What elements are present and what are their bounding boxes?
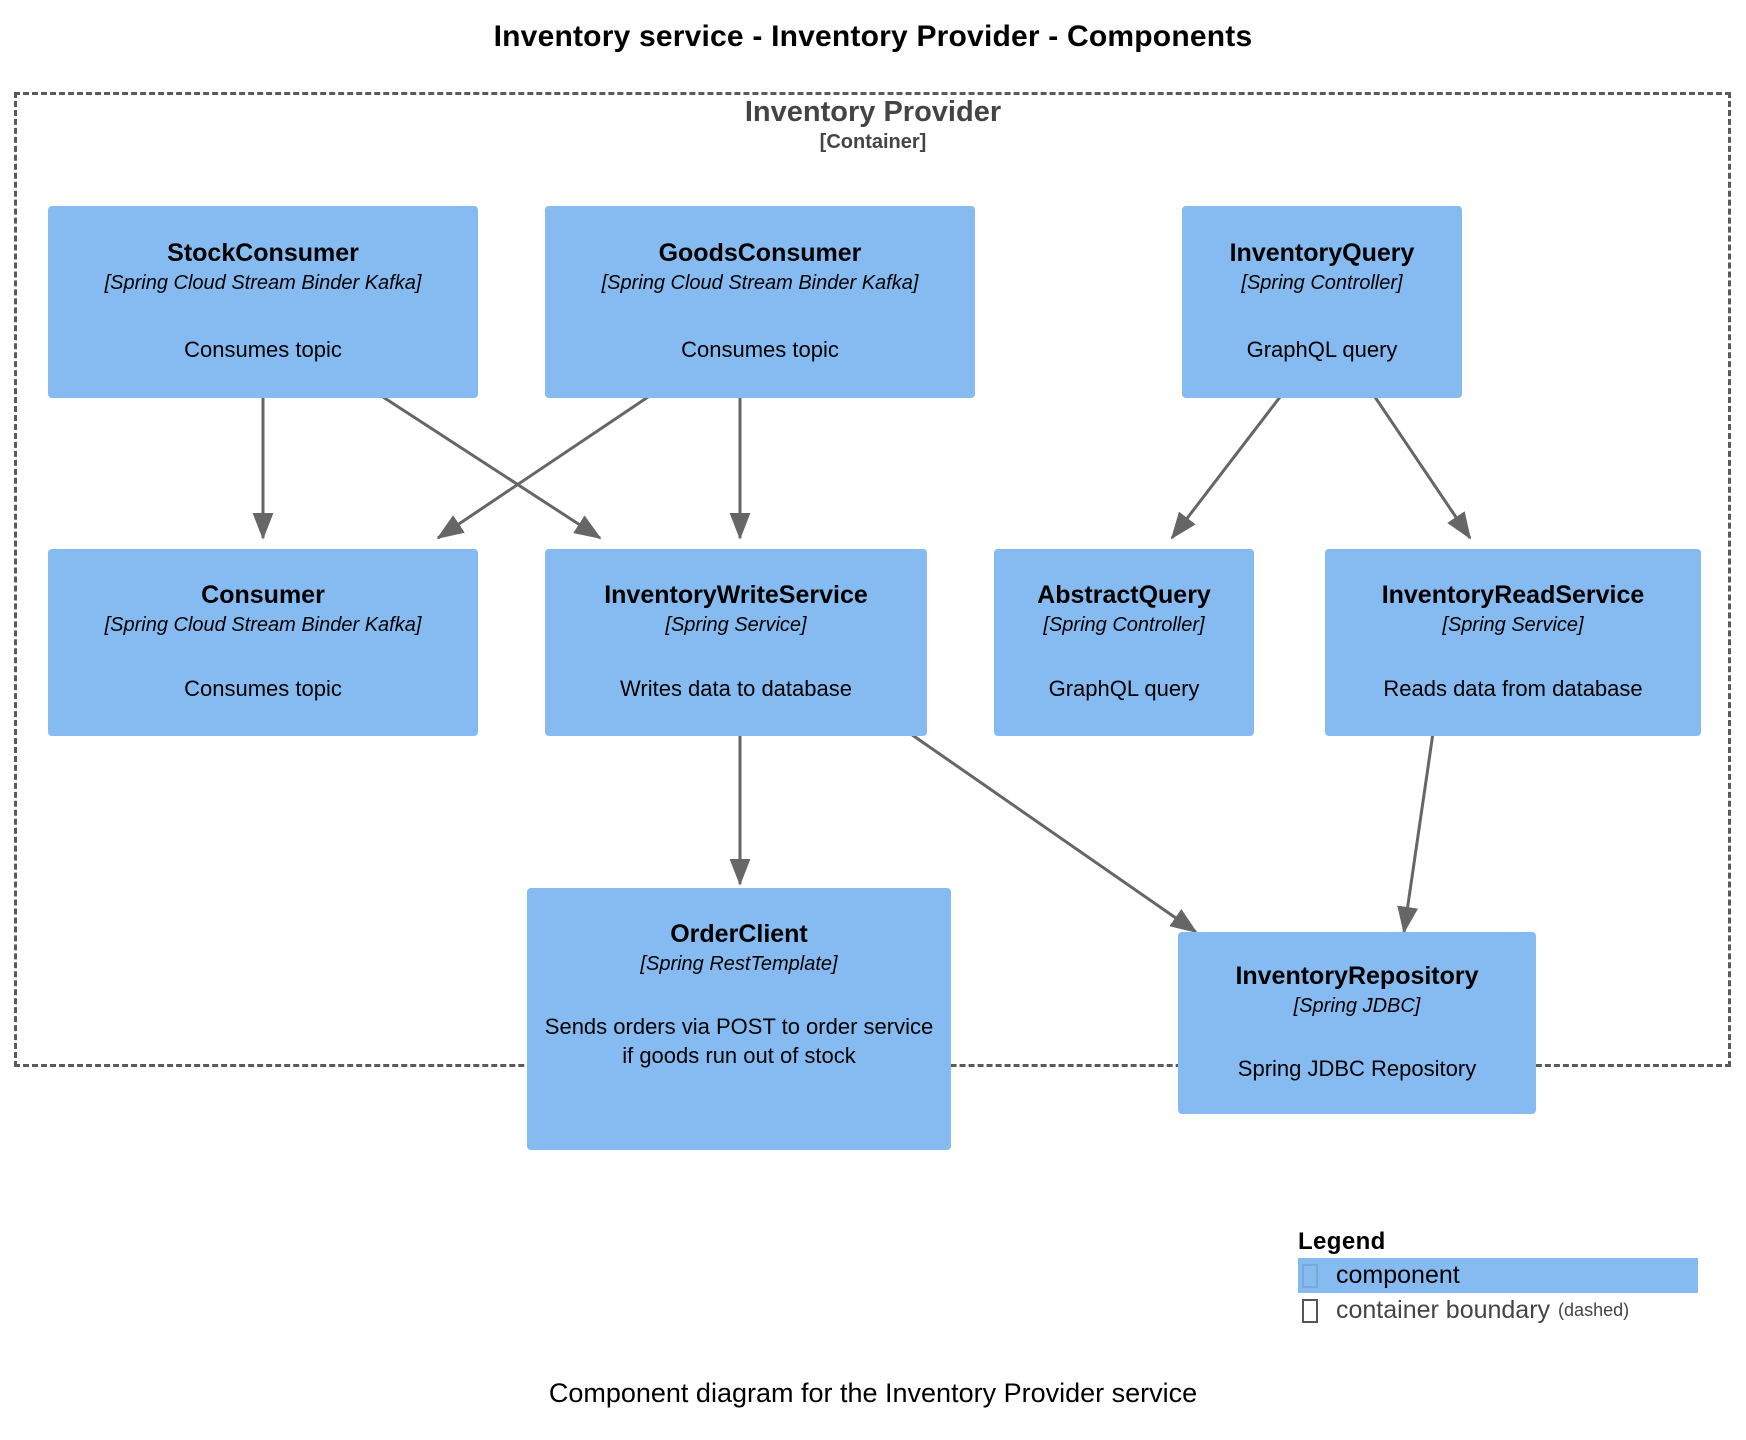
- component-name: InventoryReadService: [1381, 581, 1645, 609]
- component-technology: [Spring Controller]: [1241, 271, 1403, 294]
- component-name: Consumer: [201, 581, 325, 609]
- component-name: InventoryRepository: [1235, 962, 1479, 990]
- legend-title: Legend: [1298, 1228, 1386, 1255]
- component-description: Consumes topic: [681, 336, 839, 362]
- component-goods-consumer[interactable]: GoodsConsumer [Spring Cloud Stream Binde…: [545, 206, 975, 398]
- container-boundary-name: Inventory Provider: [744, 96, 1002, 128]
- diagram-caption: Component diagram for the Inventory Prov…: [548, 1378, 1198, 1408]
- component-name: OrderClient: [670, 920, 808, 948]
- component-description: Consumes topic: [184, 336, 342, 362]
- component-inventory-query[interactable]: InventoryQuery [Spring Controller] Graph…: [1182, 206, 1462, 398]
- component-description: Sends orders via POST to order service i…: [544, 1013, 934, 1069]
- legend-item-container-boundary: container boundary (dashed): [1298, 1293, 1698, 1328]
- component-technology: [Spring Service]: [1442, 613, 1584, 636]
- component-description: GraphQL query: [1246, 336, 1398, 362]
- component-description: Consumes topic: [184, 675, 342, 701]
- legend: Legend component container boundary (das…: [1298, 1228, 1698, 1328]
- component-name: GoodsConsumer: [658, 239, 862, 267]
- component-description: Reads data from database: [1383, 675, 1643, 701]
- component-name: InventoryQuery: [1229, 239, 1415, 267]
- component-abstract-query[interactable]: AbstractQuery [Spring Controller] GraphQ…: [994, 549, 1254, 736]
- component-consumer[interactable]: Consumer [Spring Cloud Stream Binder Kaf…: [48, 549, 478, 736]
- component-technology: [Spring Controller]: [1043, 613, 1205, 636]
- component-technology: [Spring Cloud Stream Binder Kafka]: [104, 271, 422, 294]
- component-inventory-read-service[interactable]: InventoryReadService [Spring Service] Re…: [1325, 549, 1701, 736]
- legend-item-label: component: [1336, 1261, 1460, 1289]
- legend-item-suffix: (dashed): [1558, 1300, 1630, 1320]
- boundary-swatch-icon: [1302, 1298, 1318, 1323]
- component-technology: [Spring Cloud Stream Binder Kafka]: [104, 613, 422, 636]
- component-description: Spring JDBC Repository: [1237, 1055, 1477, 1081]
- legend-item-component: component: [1298, 1258, 1698, 1293]
- component-inventory-repository[interactable]: InventoryRepository [Spring JDBC] Spring…: [1178, 932, 1536, 1114]
- component-name: AbstractQuery: [1037, 581, 1211, 609]
- component-order-client[interactable]: OrderClient [Spring RestTemplate] Sends …: [527, 888, 951, 1150]
- component-name: StockConsumer: [167, 239, 359, 267]
- component-name: InventoryWriteService: [604, 581, 868, 609]
- component-inventory-write-service[interactable]: InventoryWriteService [Spring Service] W…: [545, 549, 927, 736]
- component-technology: [Spring Service]: [665, 613, 807, 636]
- legend-item-label: container boundary: [1336, 1296, 1551, 1324]
- container-boundary-type: [Container]: [819, 131, 927, 153]
- page-title: Inventory service - Inventory Provider -…: [493, 20, 1253, 53]
- component-technology: [Spring RestTemplate]: [640, 952, 838, 975]
- component-technology: [Spring Cloud Stream Binder Kafka]: [601, 271, 919, 294]
- component-technology: [Spring JDBC]: [1293, 994, 1421, 1017]
- component-description: Writes data to database: [620, 675, 852, 701]
- component-description: GraphQL query: [1048, 675, 1200, 701]
- component-swatch-icon: [1302, 1263, 1318, 1288]
- component-stock-consumer[interactable]: StockConsumer [Spring Cloud Stream Binde…: [48, 206, 478, 398]
